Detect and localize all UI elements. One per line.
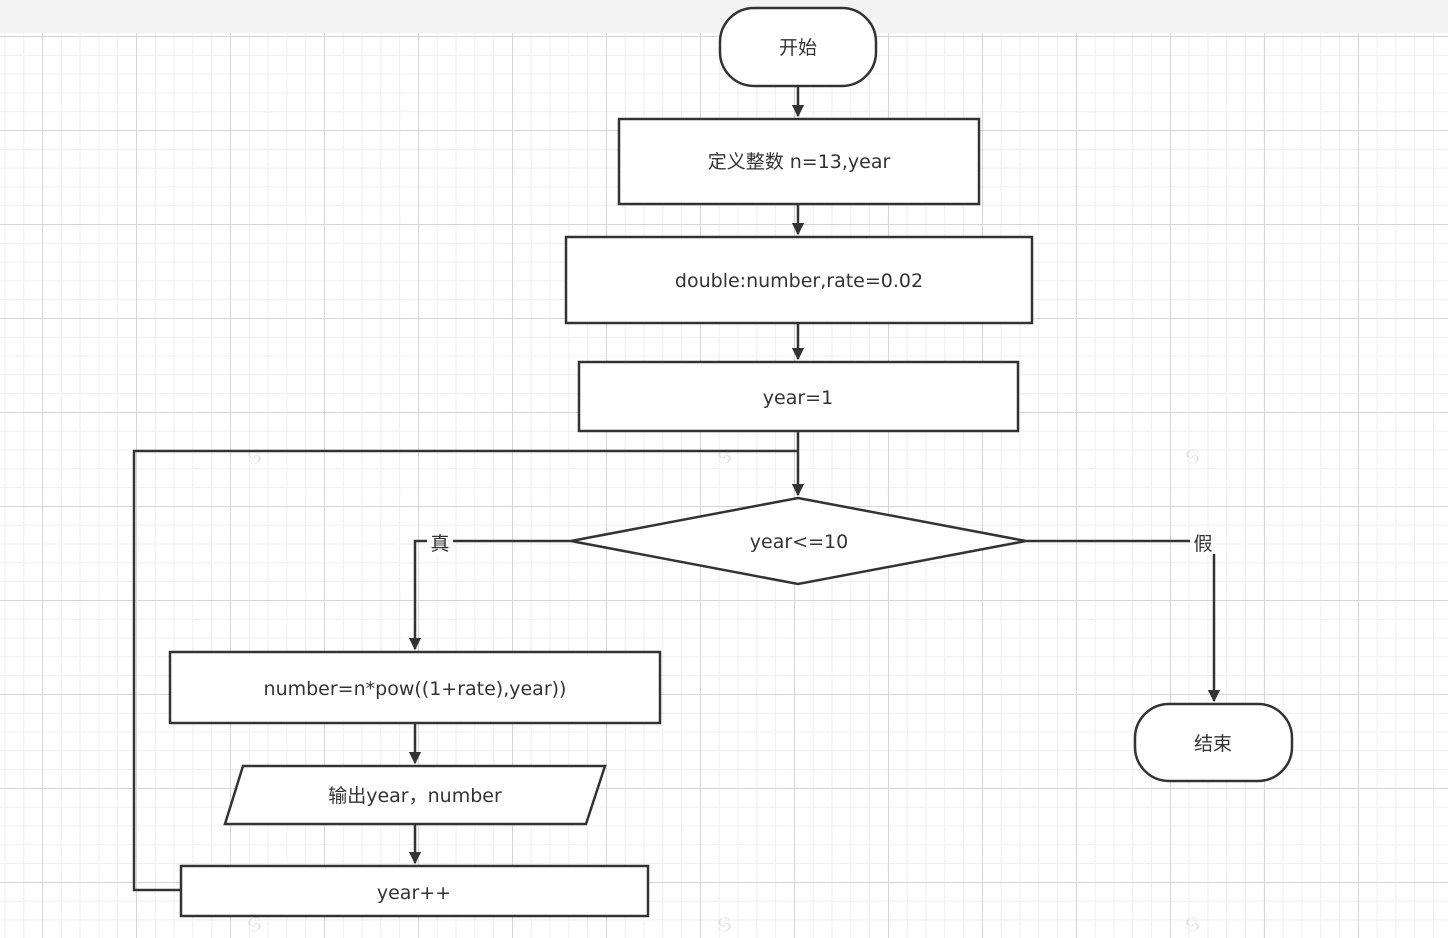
- edge-loop-back: [132, 449, 798, 892]
- start-node[interactable]: 开始: [718, 6, 878, 88]
- output-label: 输出year，number: [328, 785, 502, 807]
- define-int-label: 定义整数 n=13,year: [708, 151, 891, 173]
- increment-node[interactable]: year++: [179, 864, 650, 918]
- init-year-node[interactable]: year=1: [577, 360, 1020, 433]
- true-edge-label: 真: [430, 533, 449, 555]
- end-node[interactable]: 结束: [1133, 702, 1294, 783]
- compute-node[interactable]: number=n*pow((1+rate),year)): [168, 650, 662, 725]
- end-label: 结束: [1194, 733, 1232, 755]
- false-label-bg: [1190, 530, 1216, 554]
- define-double-label: double:number,rate=0.02: [675, 270, 923, 292]
- compute-label: number=n*pow((1+rate),year)): [264, 678, 567, 700]
- edge-condition-false: [1026, 539, 1221, 703]
- condition-node[interactable]: year<=10: [570, 496, 1027, 586]
- define-double-node[interactable]: double:number,rate=0.02: [564, 235, 1034, 325]
- edge-condition-true: [408, 539, 571, 651]
- false-edge-label: 假: [1193, 533, 1212, 555]
- increment-label: year++: [377, 882, 451, 904]
- start-label: 开始: [779, 37, 817, 59]
- condition-label: year<=10: [750, 531, 848, 553]
- output-node[interactable]: 输出year，number: [223, 764, 607, 826]
- init-year-label: year=1: [763, 387, 833, 409]
- true-label-bg: [427, 530, 453, 554]
- define-int-node[interactable]: 定义整数 n=13,year: [617, 117, 981, 206]
